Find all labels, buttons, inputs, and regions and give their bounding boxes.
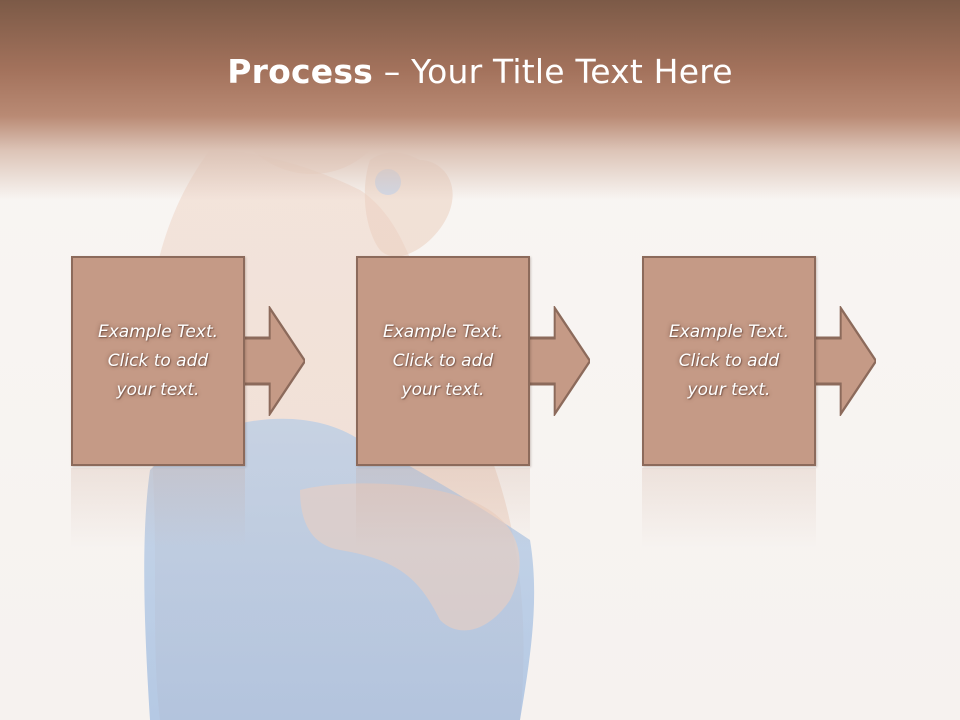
title-rest: – Your Title Text Here xyxy=(373,52,733,91)
step-2-text: Example Text. Click to add your text. xyxy=(382,321,504,400)
step-1-text: Example Text. Click to add your text. xyxy=(97,321,219,400)
arrow-right-icon xyxy=(528,306,590,416)
process-step-1[interactable]: Example Text. Click to add your text. xyxy=(71,256,245,466)
arrow-right-icon xyxy=(814,306,876,416)
title-bold: Process xyxy=(227,52,374,91)
header-band xyxy=(0,0,960,200)
slide-title[interactable]: Process – Your Title Text Here xyxy=(0,52,960,91)
process-step-2[interactable]: Example Text. Click to add your text. xyxy=(356,256,530,466)
step-3-text: Example Text. Click to add your text. xyxy=(668,321,790,400)
step-2-reflection xyxy=(356,468,530,548)
step-1-reflection xyxy=(71,468,245,548)
step-3-reflection xyxy=(642,468,816,548)
arrow-right-icon xyxy=(243,306,305,416)
process-step-3[interactable]: Example Text. Click to add your text. xyxy=(642,256,816,466)
